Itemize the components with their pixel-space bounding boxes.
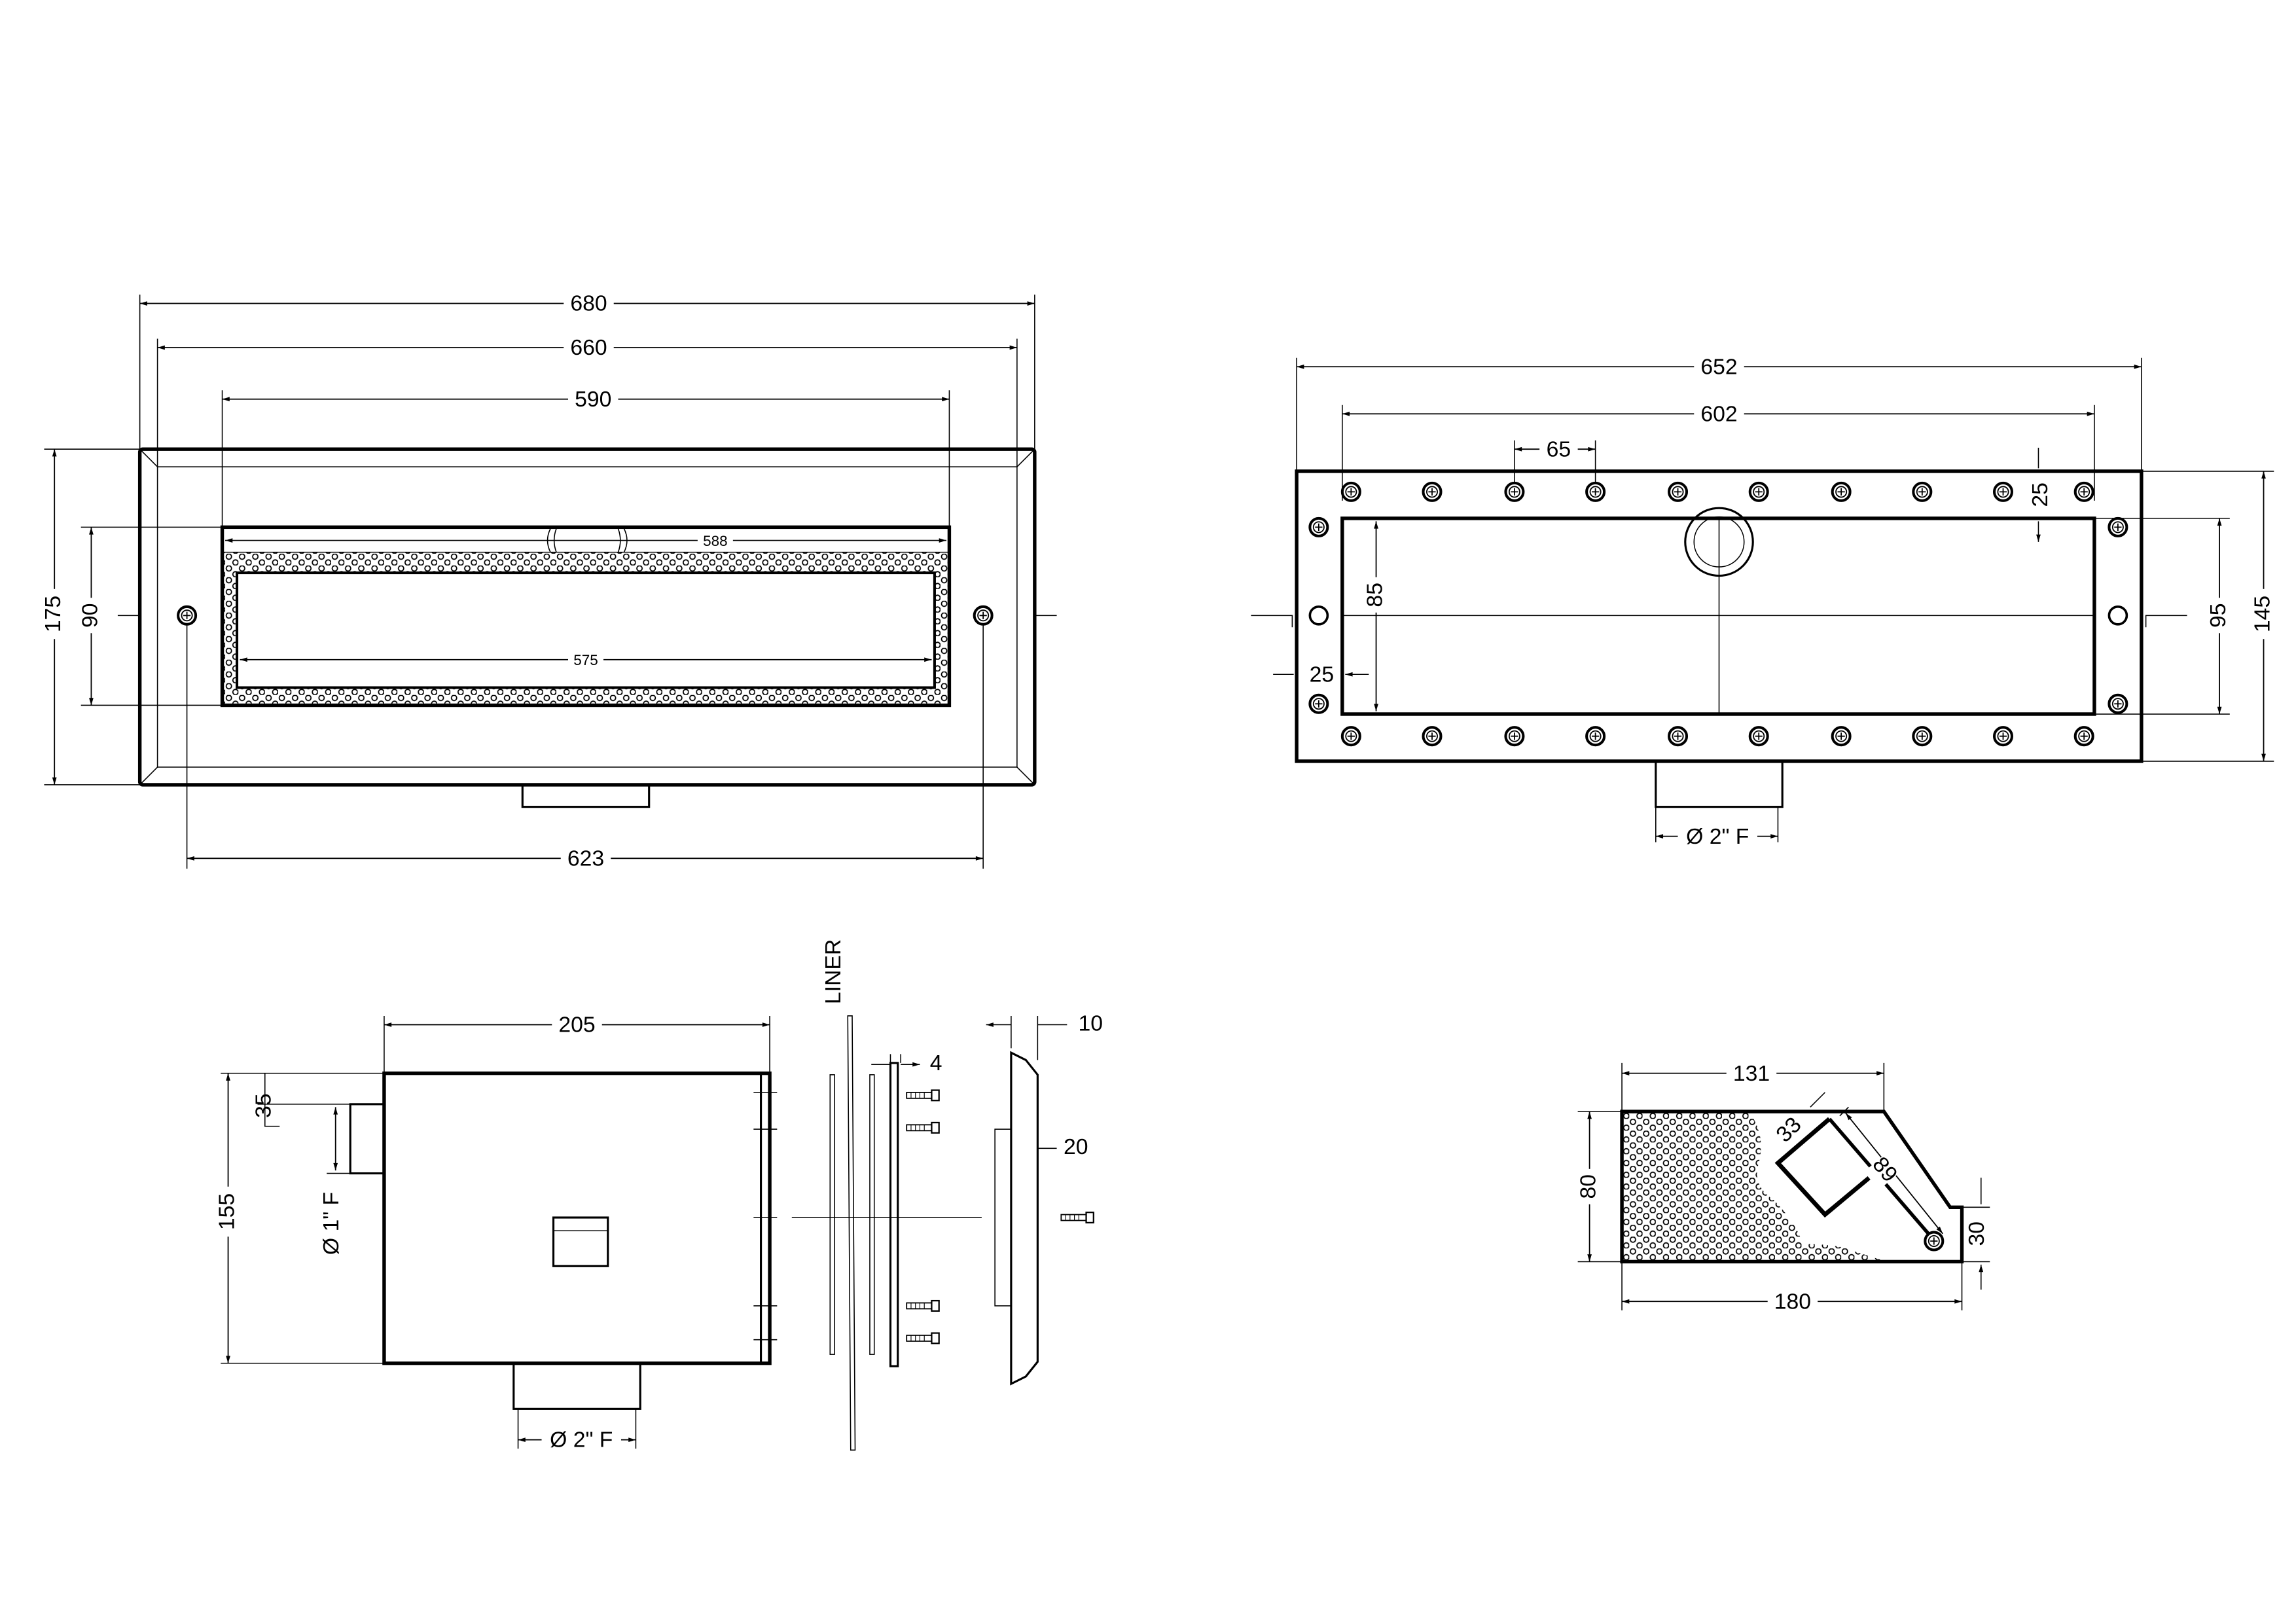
bolt-icon <box>1833 727 1850 745</box>
front-opening <box>220 525 952 708</box>
dim-10: 10 <box>1079 1011 1103 1036</box>
dim-90: 90 <box>77 604 102 628</box>
dim-35: 35 <box>251 1093 276 1118</box>
bolt-icon <box>1587 483 1604 501</box>
dim-131: 131 <box>1733 1061 1770 1086</box>
screw-icon <box>975 607 992 624</box>
dim-145: 145 <box>2250 596 2274 632</box>
bolt-icon <box>1505 727 1523 745</box>
bolt-icon <box>1424 483 1441 501</box>
section-view: 131 80 180 30 33 89 <box>1576 1060 1990 1315</box>
dim-180: 180 <box>1774 1289 1811 1314</box>
hole-icon <box>2108 605 2128 626</box>
dim-85: 85 <box>1362 583 1387 607</box>
front-inner-opening <box>236 571 936 689</box>
liner-sheet <box>847 1015 856 1451</box>
screw-icon <box>1060 1212 1094 1224</box>
bolt-icon <box>2109 518 2126 536</box>
dim-25-side: 25 <box>1310 662 1335 687</box>
bolt-icon <box>1310 518 1327 536</box>
front-view: 680 660 590 588 575 623 175 90 <box>41 290 1057 872</box>
dim-inlet-1in: Ø 1" F <box>319 1192 344 1255</box>
dim-602: 602 <box>1700 401 1737 426</box>
rear-view: 652 602 65 25 145 95 85 25 Ø 2" F <box>1251 353 2277 850</box>
bolt-icon <box>1505 483 1523 501</box>
bolt-icon <box>1310 695 1327 713</box>
rear-inlet-circle <box>1684 507 1754 577</box>
bolt-icon <box>1424 727 1441 745</box>
rear-outlet-pipe <box>1655 760 1784 808</box>
front-outlet-pipe <box>521 784 651 808</box>
dim-4: 4 <box>930 1051 942 1075</box>
bolt-icon <box>2075 727 2093 745</box>
dim-575: 575 <box>573 652 598 668</box>
dim-30: 30 <box>1964 1221 1989 1246</box>
bolt-icon <box>1833 483 1850 501</box>
bolt-icon <box>1994 483 2012 501</box>
front-bevel <box>156 466 1018 768</box>
side-view: LINER 205 155 35 Ø 1" F Ø 2" F 4 10 20 <box>214 939 1103 1453</box>
screw-icon <box>906 1332 940 1344</box>
bolt-icon <box>2109 695 2126 713</box>
screw-icon <box>1925 1233 1943 1250</box>
dim-20: 20 <box>1064 1134 1088 1159</box>
dim-680: 680 <box>570 291 607 316</box>
rear-body <box>1340 516 2096 716</box>
gasket <box>869 1074 875 1355</box>
screw-icon <box>178 607 196 624</box>
dim-65: 65 <box>1547 437 1571 461</box>
dim-660: 660 <box>570 335 607 360</box>
flange-plate <box>889 1062 899 1367</box>
dim-outlet-2in: Ø 2" F <box>550 1428 613 1453</box>
dim-outlet-2in: Ø 2" F <box>1686 824 1749 849</box>
dim-95: 95 <box>2206 604 2231 628</box>
screw-icon <box>906 1121 940 1134</box>
bolt-icon <box>1750 727 1768 745</box>
dim-175: 175 <box>41 596 65 632</box>
hole-icon <box>1308 605 1329 626</box>
bolt-icon <box>1913 483 1931 501</box>
bolt-icon <box>1669 483 1687 501</box>
bolt-icon <box>1913 727 1931 745</box>
dim-623: 623 <box>567 846 604 871</box>
liner-label: LINER <box>821 939 846 1004</box>
dim-652: 652 <box>1700 354 1737 379</box>
dim-588: 588 <box>703 533 728 549</box>
dim-205: 205 <box>558 1013 595 1038</box>
bolt-icon <box>1342 483 1360 501</box>
screw-icon <box>906 1089 940 1102</box>
cover-plate <box>1010 1051 1039 1386</box>
cover-insert <box>994 1128 1012 1307</box>
dim-80: 80 <box>1576 1174 1601 1199</box>
screw-icon <box>906 1299 940 1312</box>
bolt-icon <box>1750 483 1768 501</box>
gasket <box>829 1074 835 1355</box>
dim-25-top: 25 <box>2028 482 2053 507</box>
bolt-icon <box>1587 727 1604 745</box>
bolt-icon <box>1342 727 1360 745</box>
side-skimmer-window <box>552 1216 609 1267</box>
bolt-icon <box>2075 483 2093 501</box>
side-outlet-pipe <box>512 1362 641 1410</box>
dim-590: 590 <box>575 387 611 412</box>
bolt-icon <box>1994 727 2012 745</box>
side-inlet-pipe <box>349 1103 386 1175</box>
dim-155: 155 <box>214 1193 239 1230</box>
bolt-icon <box>1669 727 1687 745</box>
